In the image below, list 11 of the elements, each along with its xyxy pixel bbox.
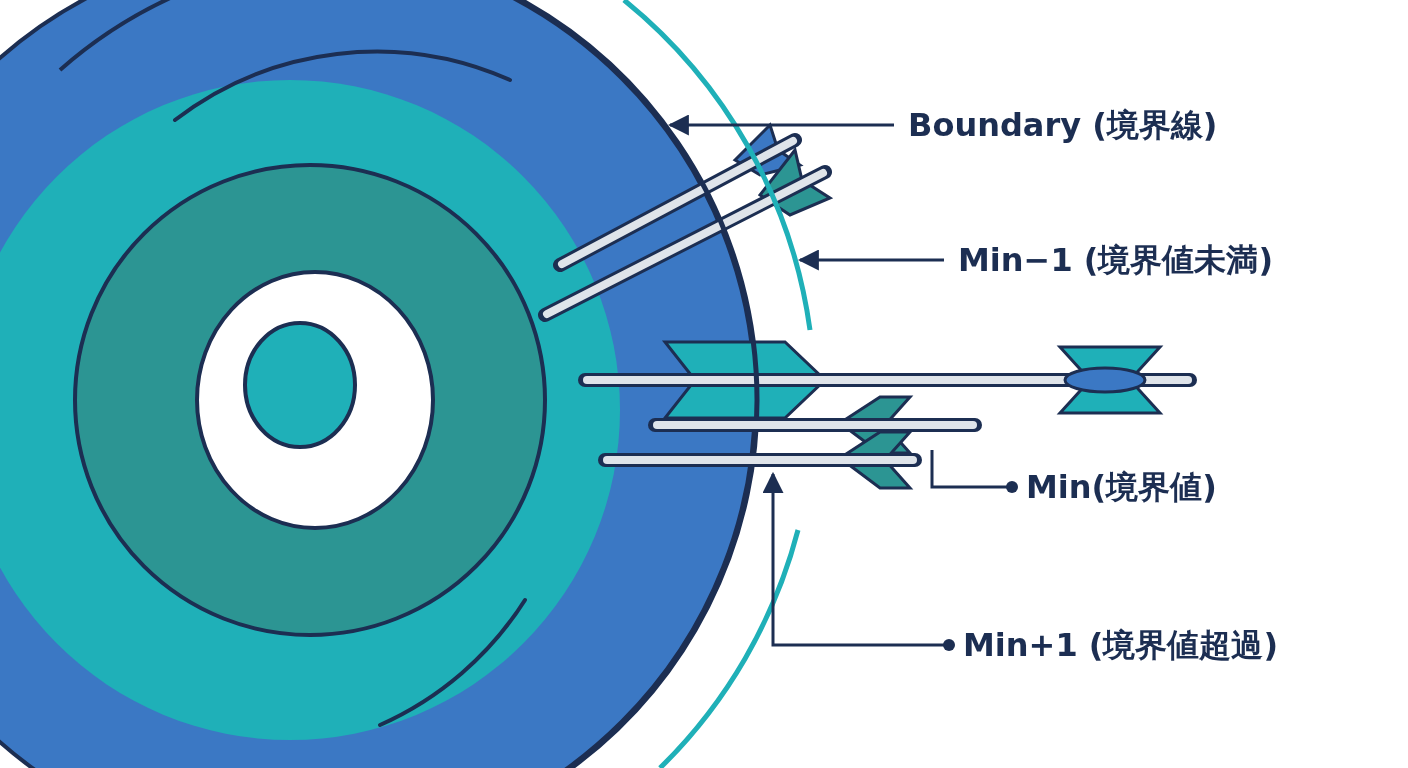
leader-line [797,249,944,271]
callout-label: Min+1 (境界値超過) [963,625,1279,665]
callout-label: Min(境界値) [1026,467,1217,507]
leader-line [762,471,955,651]
outer-ring [621,0,813,768]
boundary-ring [519,0,759,768]
leader-line [667,114,894,136]
arrow-drawing [598,430,922,490]
callout-label: Min−1 (境界値未満) [958,240,1274,280]
leader-line [930,450,1018,493]
callout-label: Boundary (境界線) [908,105,1218,145]
